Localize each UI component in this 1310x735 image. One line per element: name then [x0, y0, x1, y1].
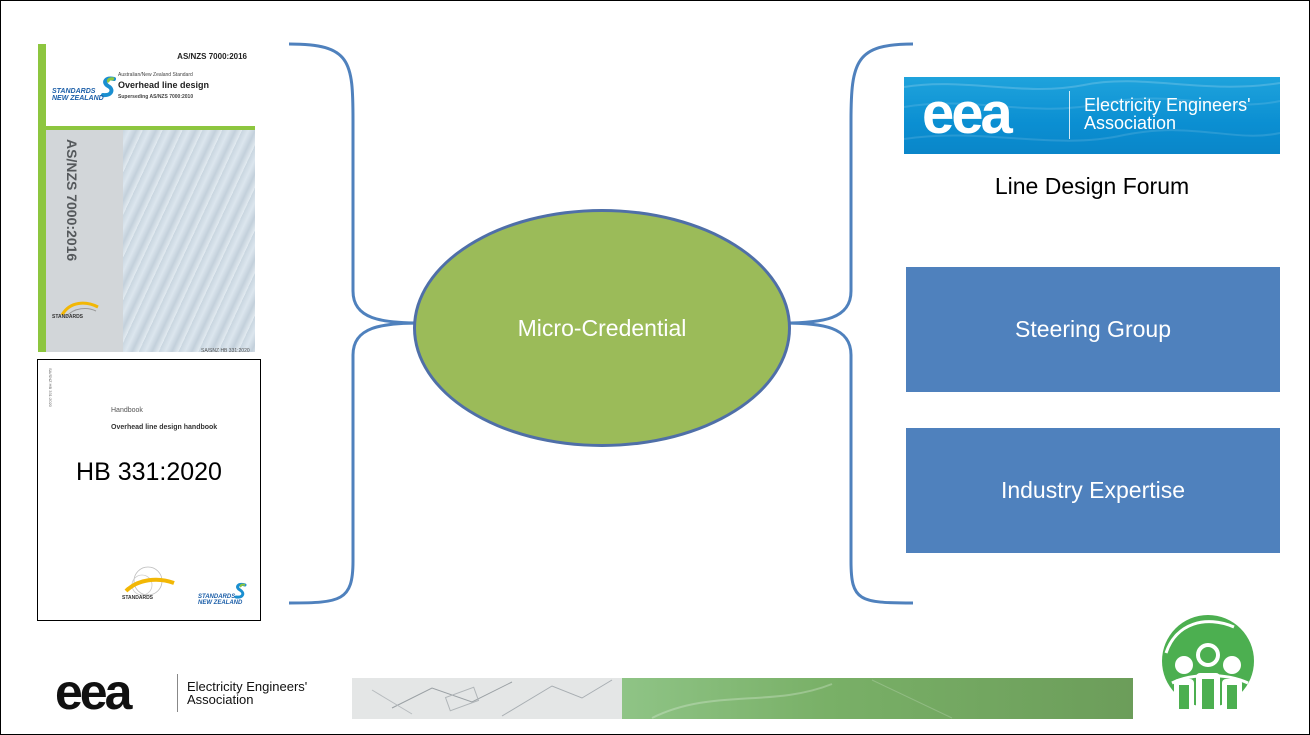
cover-header-band [46, 44, 255, 127]
industry-expertise-label: Industry Expertise [1000, 477, 1186, 503]
cover-title: Overhead line design [118, 80, 210, 90]
line-design-forum-label: Line Design Forum [994, 173, 1190, 199]
cover-superseding: Superseding AS/NZS 7000:2010 [118, 94, 194, 100]
handbook-title: Overhead line design handbook [111, 424, 218, 431]
footer-eea-name-line2: Association [187, 692, 254, 707]
cover-code: AS/NZS 7000:2016 [177, 52, 247, 61]
standard-cover-image: AS/NZS 7000:2016 Australian/New Zealand … [38, 44, 255, 352]
steering-group-label: Steering Group [1015, 316, 1171, 342]
handbook-cover-image: SA/SNZ HB 331:2020 Handbook Overhead lin… [37, 359, 261, 621]
standards-nz-logo-icon [234, 583, 247, 599]
micro-credential-label: Micro-Credential [517, 314, 687, 341]
handbook-code: HB 331:2020 [76, 458, 222, 486]
cover-left-panel [46, 130, 123, 352]
eea-banner-separator [1069, 91, 1070, 139]
handbook-label: Handbook [111, 407, 143, 414]
micro-credential-node: Micro-Credential [413, 209, 791, 447]
footer-banner-image [352, 678, 1133, 719]
steering-group-box: Steering Group [906, 267, 1280, 392]
footer-eea-mark: eea [55, 664, 132, 720]
handbook-brand-right: STANDARDS NEW ZEALAND [198, 594, 242, 606]
footer-eea-name-line1: Electricity Engineers' [187, 679, 308, 694]
cover-brand-line1: STANDARDS [52, 88, 96, 95]
industry-expertise-box: Industry Expertise [906, 428, 1280, 553]
eea-banner-name-line2: Association [1084, 113, 1177, 133]
left-bracket [288, 42, 422, 605]
cover-pattern [123, 130, 255, 352]
blueprint-sketch-icon [371, 679, 953, 719]
people-community-icon [1162, 615, 1254, 711]
eea-banner-image: eea Electricity Engineers' Association [904, 77, 1280, 154]
footer-eea-name: Electricity Engineers' Association [187, 680, 307, 706]
cover-brand: STANDARDS NEW ZEALAND [52, 88, 104, 102]
standards-australia-swirl-icon [60, 301, 99, 318]
right-bracket [782, 42, 914, 605]
handbook-brand-right-line1: STANDARDS [198, 594, 236, 600]
footer-banner-green [622, 678, 1133, 719]
handbook-brand-right-line2: NEW ZEALAND [198, 600, 243, 606]
footer-eea-logo: eea Electricity Engineers' Association [49, 666, 349, 722]
cover-brand-line2: NEW ZEALAND [52, 95, 104, 102]
handbook-code-caption: SA/SNZ HB 331:2020 [201, 348, 250, 354]
eea-banner-name: Electricity Engineers' Association [1084, 96, 1251, 132]
cover-standard-line: Australian/New Zealand Standard [118, 72, 193, 78]
cover-footer-brand: STANDARDS [52, 314, 84, 320]
cover-green-rule [46, 126, 255, 130]
banner-wave-pattern [904, 80, 1280, 142]
handbook-brand-left: STANDARDS [122, 595, 154, 601]
eea-logo: eea [922, 81, 1013, 146]
footer-logo-separator [177, 674, 178, 712]
standards-australia-swirl-icon [124, 566, 175, 596]
cover-green-strip [38, 44, 46, 352]
eea-banner-name-line1: Electricity Engineers' [1084, 95, 1251, 115]
standards-nz-logo-icon [101, 76, 116, 98]
footer-banner-drawing [352, 678, 622, 719]
